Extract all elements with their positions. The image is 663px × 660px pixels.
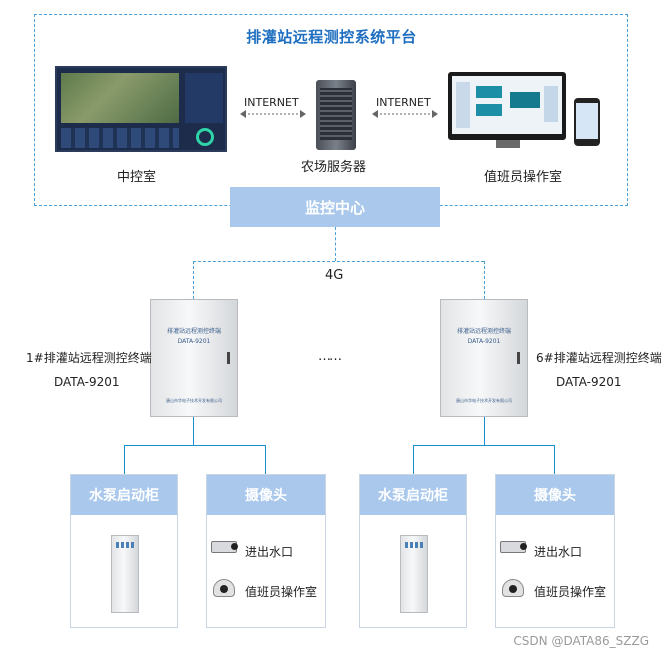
internet-left-arrow [240,110,306,118]
camera-title-right: 摄像头 [496,475,614,515]
terminal-left-model: DATA-9201 [54,375,120,389]
right-branch-line [413,445,554,446]
terminal-cabinet-left: 排灌站远程测控终端 DATA-9201 唐山市华电子技术开发有限公司 [150,299,238,417]
pump-cabinet-panel-right: 水泵启动柜 [359,474,467,628]
cabinet-model-left: DATA-9201 [177,338,211,345]
cabinet-title-left: 排灌站远程测控终端 [166,328,221,335]
left-branch-drop-1 [124,445,125,474]
duty-room-monitor [448,72,566,140]
center-down-line [335,227,336,261]
duty-room-label-right: 值班员操作室 [534,585,607,599]
pump-cabinet-image-right [400,535,428,613]
network-label: 4G [325,268,344,283]
internet-left-label: INTERNET [244,96,299,109]
duty-room-label: 值班员操作室 [484,170,563,185]
network-left-drop [193,261,194,299]
bullet-camera-icon-left [211,539,239,555]
dome-camera-icon-left [213,579,235,597]
cabinet-footer-left: 唐山市华电子技术开发有限公司 [166,398,222,403]
pump-cabinet-title-right: 水泵启动柜 [360,475,466,515]
left-terminal-down-line [193,417,194,445]
pump-cabinet-title-left: 水泵启动柜 [71,475,177,515]
pump-cabinet-image-left [111,535,139,613]
network-right-drop [484,261,485,299]
water-inlet-label-left: 进出水口 [245,545,294,559]
bullet-camera-icon-right [500,539,528,555]
duty-room-label-left: 值班员操作室 [245,585,318,599]
control-room-label: 中控室 [117,170,157,185]
cabinet-title-right: 排灌站远程测控终端 [456,328,511,335]
right-branch-drop-2 [554,445,555,474]
dome-camera-icon-right [502,579,524,597]
cabinet-model-right: DATA-9201 [467,338,501,345]
left-branch-line [124,445,265,446]
camera-panel-right: 摄像头 进出水口 值班员操作室 [495,474,615,628]
network-bus-line [193,261,484,262]
right-branch-drop-1 [413,445,414,474]
terminal-right-model: DATA-9201 [556,375,622,389]
duty-room-monitor-stand [496,140,520,148]
terminal-right-name: 6#排灌站远程测控终端 [536,351,662,365]
left-branch-drop-2 [265,445,266,474]
control-room-screen [55,66,227,152]
server-label: 农场服务器 [301,160,367,175]
platform-title: 排灌站远程测控系统平台 [246,28,417,46]
monitoring-center: 监控中心 [230,187,440,227]
internet-right-label: INTERNET [376,96,431,109]
watermark: CSDN @DATA86_SZZG [513,634,649,648]
internet-right-arrow [372,110,438,118]
camera-title-left: 摄像头 [207,475,325,515]
pump-cabinet-panel-left: 水泵启动柜 [70,474,178,628]
terminal-left-name: 1#排灌站远程测控终端 [26,351,152,365]
server-icon [310,80,362,150]
camera-panel-left: 摄像头 进出水口 值班员操作室 [206,474,326,628]
mobile-phone-icon [574,98,600,146]
water-inlet-label-right: 进出水口 [534,545,583,559]
cabinet-footer-right: 唐山市华电子技术开发有限公司 [456,398,512,403]
terminal-ellipsis: …… [318,349,342,364]
right-terminal-down-line [484,417,485,445]
terminal-cabinet-right: 排灌站远程测控终端 DATA-9201 唐山市华电子技术开发有限公司 [440,299,528,417]
